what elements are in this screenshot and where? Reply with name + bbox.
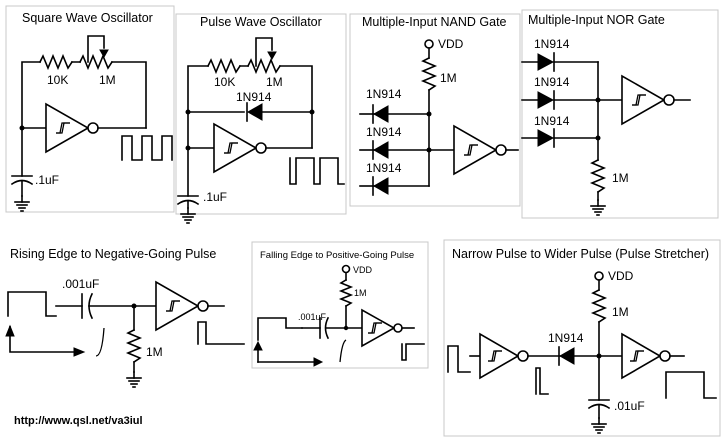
cap-label: .001uF bbox=[298, 312, 327, 322]
diode-2 bbox=[537, 91, 555, 109]
output-pulse-waveform bbox=[401, 343, 425, 361]
r-label: 1M bbox=[612, 171, 629, 185]
output-pulse-waveform bbox=[197, 321, 245, 345]
d3-label: 1N914 bbox=[366, 161, 402, 175]
pulse-waveform bbox=[289, 157, 345, 185]
resistor-1m bbox=[589, 158, 607, 194]
schmitt-inverter bbox=[213, 122, 258, 174]
diode-label: 1N914 bbox=[236, 90, 272, 104]
schmitt-inverter bbox=[453, 124, 498, 176]
panel-square-wave-oscillator: Square Wave Oscillator 10K 1M .1uF bbox=[5, 5, 175, 213]
source-url[interactable]: http://www.qsl.net/va3iul bbox=[14, 415, 143, 427]
d1-label: 1N914 bbox=[534, 37, 570, 51]
r-label: 1M bbox=[612, 305, 629, 319]
panel-falling-edge: Falling Edge to Positive-Going Pulse VDD… bbox=[251, 241, 429, 369]
panel-title: Multiple-Input NOR Gate bbox=[528, 13, 665, 27]
vdd-label: VDD bbox=[608, 269, 634, 283]
diode-1 bbox=[537, 53, 555, 71]
panel-title: Pulse Wave Oscillator bbox=[200, 15, 322, 29]
resistor-1m bbox=[590, 288, 608, 324]
panel-title: Rising Edge to Negative-Going Pulse bbox=[10, 247, 216, 261]
schmitt-inverter bbox=[479, 332, 520, 380]
inverted-pulse-waveform bbox=[535, 367, 549, 395]
r1-label: 10K bbox=[47, 73, 68, 87]
panel-multiple-input-nor: Multiple-Input NOR Gate 1N914 1N914 1N91… bbox=[521, 9, 719, 219]
schmitt-inverter bbox=[621, 332, 662, 380]
cap-label: .1uF bbox=[35, 173, 59, 187]
r2-label: 1M bbox=[266, 75, 283, 89]
schmitt-inverter bbox=[361, 308, 396, 348]
input-narrow-pulse-waveform bbox=[447, 345, 471, 373]
square-waveform bbox=[121, 135, 173, 161]
d1-label: 1N914 bbox=[366, 87, 402, 101]
panel-rising-edge: Rising Edge to Negative-Going Pulse .001… bbox=[5, 247, 245, 388]
resistor-1m bbox=[125, 328, 143, 364]
d2-label: 1N914 bbox=[366, 125, 402, 139]
panel-multiple-input-nand: Multiple-Input NAND Gate VDD 1M 1N914 1N… bbox=[349, 13, 521, 207]
r1-label: 10K bbox=[214, 75, 235, 89]
vdd-label: VDD bbox=[353, 265, 373, 275]
panel-title: Multiple-Input NAND Gate bbox=[362, 15, 507, 29]
resistor-1m bbox=[420, 56, 438, 92]
r2-label: 1M bbox=[99, 73, 116, 87]
resistor-1m bbox=[338, 278, 354, 308]
panel-pulse-stretcher: Narrow Pulse to Wider Pulse (Pulse Stret… bbox=[443, 239, 721, 437]
panel-title: Narrow Pulse to Wider Pulse (Pulse Stret… bbox=[452, 247, 709, 261]
panel-title: Falling Edge to Positive-Going Pulse bbox=[260, 250, 414, 261]
d3-label: 1N914 bbox=[534, 114, 570, 128]
cap-label: .01uF bbox=[614, 399, 645, 413]
d2-label: 1N914 bbox=[534, 75, 570, 89]
cap-label: .1uF bbox=[203, 190, 227, 204]
schmitt-inverter bbox=[45, 102, 90, 154]
r-label: 1M bbox=[354, 288, 367, 298]
cap-label: .001uF bbox=[62, 277, 99, 291]
panel-title: Square Wave Oscillator bbox=[22, 11, 153, 25]
diode-3 bbox=[537, 129, 555, 147]
potentiometer-1m bbox=[78, 53, 114, 71]
input-falling-edge-waveform bbox=[257, 317, 303, 341]
schmitt-inverter bbox=[621, 74, 666, 126]
input-rising-edge-waveform bbox=[7, 291, 57, 317]
r-label: 1M bbox=[146, 345, 163, 359]
vdd-label: VDD bbox=[438, 37, 464, 51]
potentiometer-1m bbox=[246, 57, 282, 75]
schmitt-inverter bbox=[155, 280, 200, 332]
r-label: 1M bbox=[440, 71, 457, 85]
panel-pulse-wave-oscillator: Pulse Wave Oscillator 10K 1M 1N914 .1uF bbox=[175, 13, 347, 224]
output-wide-pulse-waveform bbox=[665, 371, 717, 399]
resistor-10k bbox=[206, 57, 242, 75]
diode-label: 1N914 bbox=[548, 331, 584, 345]
resistor-10k bbox=[38, 53, 74, 71]
